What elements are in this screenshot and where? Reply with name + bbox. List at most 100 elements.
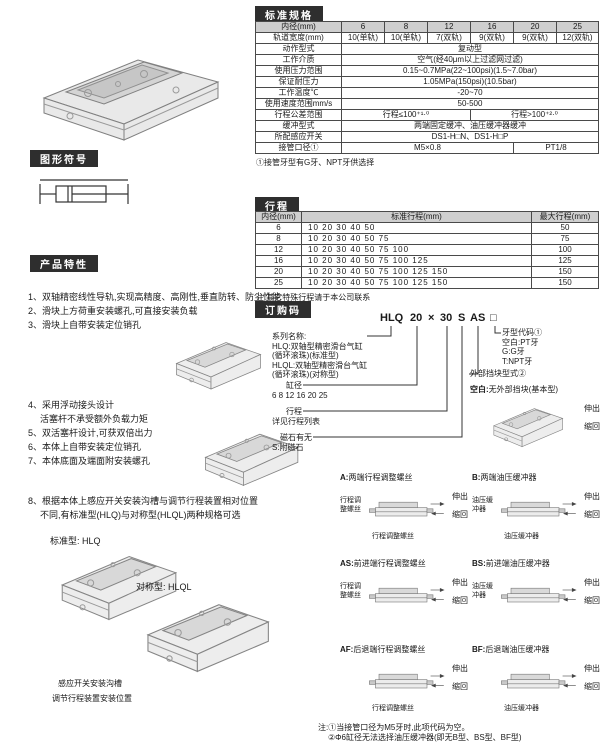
bore-callout: 缸径 6 8 12 16 20 25 [272,381,328,400]
option-bf: BF:后退端油压缓冲器 伸出 缩回 油压缓冲器 [472,645,600,712]
spec-label: 动作型式 [255,43,342,55]
retract-label: 缩回 [584,422,600,431]
section-title-stroke: 行程 [255,197,299,214]
symmetric-type-label: 对称型: HLQL [136,582,192,592]
specs-row-port: 接管口径① M5×0.8 PT1/8 [255,142,599,154]
standard-type-label: 标准型: HLQ [50,536,101,546]
section-title-specs: 标准规格 [255,6,323,23]
retract-label: 缩回 [452,596,468,605]
option-a-drawing [367,495,445,525]
feature-item-4b: 活塞杆不承受额外负载力矩 [40,414,149,424]
series-callout: 系列名称: HLQ:双轴型精密滑台气缸 (循环滚珠)(标准型) HLQL:双轴型… [272,332,368,379]
order-code-magnet: S [458,312,466,324]
option-basic-drawing [484,399,570,455]
stroke-row: 16 10 20 30 40 50 75 100 125 125 [255,255,599,267]
feature-item-2: 2、滑块上方荷重安装螺孔,可直接安装负载 [28,306,198,316]
order-code-bore: 20 [410,312,423,324]
specs-row-speed: 使用速度范围mm/s 50-500 [255,98,599,110]
spec-label: 工作温度℃ [255,87,342,99]
retract-label: 缩回 [584,596,600,605]
order-code-series: HLQ [380,312,404,324]
pneumatic-symbol-icon [39,179,129,204]
option-af: AF:后退端行程调整螺丝 伸出 缩回 行程调整螺丝 [340,645,468,712]
stroke-row: 25 10 20 30 40 50 75 100 125 150 150 [255,277,599,289]
order-code-option: AS [470,312,486,324]
order-code-stroke: 30 [440,312,453,324]
stroke-header-row: 内径(mm) 标准行程(mm) 最大行程(mm) [255,211,599,223]
stroke-callout: 行程 详见行程列表 [272,407,320,426]
extend-label: 伸出 [452,492,468,501]
extend-label: 伸出 [452,664,468,673]
option-b-drawing [499,495,577,525]
specs-row-medium: 工作介质 空气(经40μm以上过滤网过滤) [255,54,599,66]
section-title-symbol: 图形符号 [30,150,98,167]
feature-item-6: 6、本体上自带安装定位销孔 [28,442,142,452]
ordering-footnote-1: 注:①当接管口径为M5牙时,此项代码为空。 [318,723,470,732]
feature-item-8: 8、根据本体上感应开关安装沟槽与调节行程装置相对位置 [28,496,259,506]
ordering-footnote-2: ②Φ6缸径无法选择油压缓冲器(即无B型、BS型、BF型) [328,733,522,742]
specs-row-tolerance: 行程公差范围 行程≤100⁺¹·⁰ 行程>100⁺²·⁰ [255,109,599,121]
ordering-footnotes: 注:①当接管口径为M5牙时,此项代码为空。 ②Φ6缸径无法选择油压缓冲器(即无B… [318,723,522,743]
specs-row-cushion: 缓冲型式 两端固定缓冲、油压缓冲器缓冲 [255,120,599,132]
stroke-row: 6 10 20 30 40 50 50 [255,222,599,234]
switch-groove-label: 感应开关安装沟槽 [58,679,122,688]
option-bf-drawing [499,667,577,697]
spec-label: 使用压力范围 [255,65,342,77]
extend-label: 伸出 [584,404,600,413]
option-bs: BS:前进端油压缓冲器 油压缓冲器 伸出 缩回 [472,558,602,642]
spec-label: 所配感应开关 [255,131,342,143]
stroke-footnote: 注:其它特殊行程请于本公司联系 [256,293,371,302]
product-photo-drawing [42,59,220,141]
feature-variant-drawings: 标准型: HLQ 对称型: HLQL 感应开关安装沟槽 调节行程装置安装位置 [28,528,340,710]
spec-label: 接管口径① [255,142,342,154]
option-as: AS:前进端行程调整螺丝 行程调整螺丝 伸出 缩回 [340,558,470,642]
stroke-table: 内径(mm) 标准行程(mm) 最大行程(mm) 6 10 20 30 40 5… [255,211,599,289]
extend-label: 伸出 [452,578,468,587]
spec-label: 使用速度范围mm/s [255,98,342,110]
option-as-drawing [367,581,445,611]
retract-label: 缩回 [584,682,600,691]
order-code-connector-lines [303,326,501,438]
specs-row-switch: 所配感应开关 DS1-H□N、DS1-H□P [255,131,599,143]
stroke-row: 8 10 20 30 40 50 75 75 [255,233,599,245]
features-list: 1、双轴精密线性导轨,实现高精度、高刚性,垂直防转、防尘性能 2、滑块上方荷重安… [28,290,340,710]
extend-label: 伸出 [584,664,600,673]
thread-callout: 牙型代码① 空白:PT牙 G:G牙 T:NPT牙 [502,328,542,366]
specs-row-pressure: 使用压力范围 0.15~0.7MPa(22~100psi)(1.5~7.0bar… [255,65,599,77]
option-af-drawing [367,667,445,697]
spec-label: 行程公差范围 [255,109,342,121]
stroke-row: 20 10 20 30 40 50 75 100 125 150 150 [255,266,599,278]
specs-row-track: 轨道宽度(mm) 10(单轨) 10(单轨) 7(双轨) 9(双轨) 9(双轨)… [255,32,599,44]
feature-item-5: 5、双活塞杆设计,可获双倍出力 [28,428,153,438]
order-code-thread: □ [490,312,497,324]
retract-label: 缩回 [452,510,468,519]
option-b: B:两端油压缓冲器 油压缓冲器 伸出 缩回 油压缓冲器 [472,473,600,540]
spec-label: 缓冲型式 [255,120,342,132]
specs-table: 内径(mm) 6 8 12 16 20 25 轨道宽度(mm) 10(单轨) 1… [255,21,599,154]
retract-label: 缩回 [452,682,468,691]
feature-item-1: 1、双轴精密线性导轨,实现高精度、高刚性,垂直防转、防尘性能 [28,292,282,302]
order-code-times: × [428,312,435,324]
feature-item-7: 7、本体底面及端面附安装螺孔 [28,456,151,466]
spec-label: 轨道宽度(mm) [255,32,342,44]
block-type-callout: 外部挡块型式② [470,369,526,378]
stroke-adjuster-label: 调节行程装置安装位置 [52,694,132,703]
specs-footnote: ①接管牙型有G牙、NPT牙供选择 [256,158,375,167]
retract-label: 缩回 [584,510,600,519]
option-bs-drawing [499,581,577,611]
feature-item-8b: 不同,有标准型(HLQ)与对称型(HLQL)两种规格可选 [40,510,241,520]
feature-item-4: 4、采用浮动接头设计 [28,400,115,410]
series-callout-heading: 系列名称: [272,332,307,341]
specs-row-action: 动作型式 复动型 [255,43,599,55]
symmetric-type-drawing [130,594,282,680]
stroke-row: 12 10 20 30 40 50 75 100 100 [255,244,599,256]
spec-label: 内径(mm) [255,21,342,33]
feature-item-3: 3、滑块上自带安装定位销孔 [28,320,142,330]
specs-row-proof-pressure: 保证耐压力 1.05MPa(150psi)(10.5bar) [255,76,599,88]
extend-label: 伸出 [584,492,600,501]
magnet-callout: 磁石有无 S:附磁石 [272,433,312,452]
section-title-ordering: 订购码 [255,301,311,318]
extend-label: 伸出 [584,578,600,587]
option-basic: 空白:无外部挡块(基本型) 伸出 缩回 [470,384,602,468]
